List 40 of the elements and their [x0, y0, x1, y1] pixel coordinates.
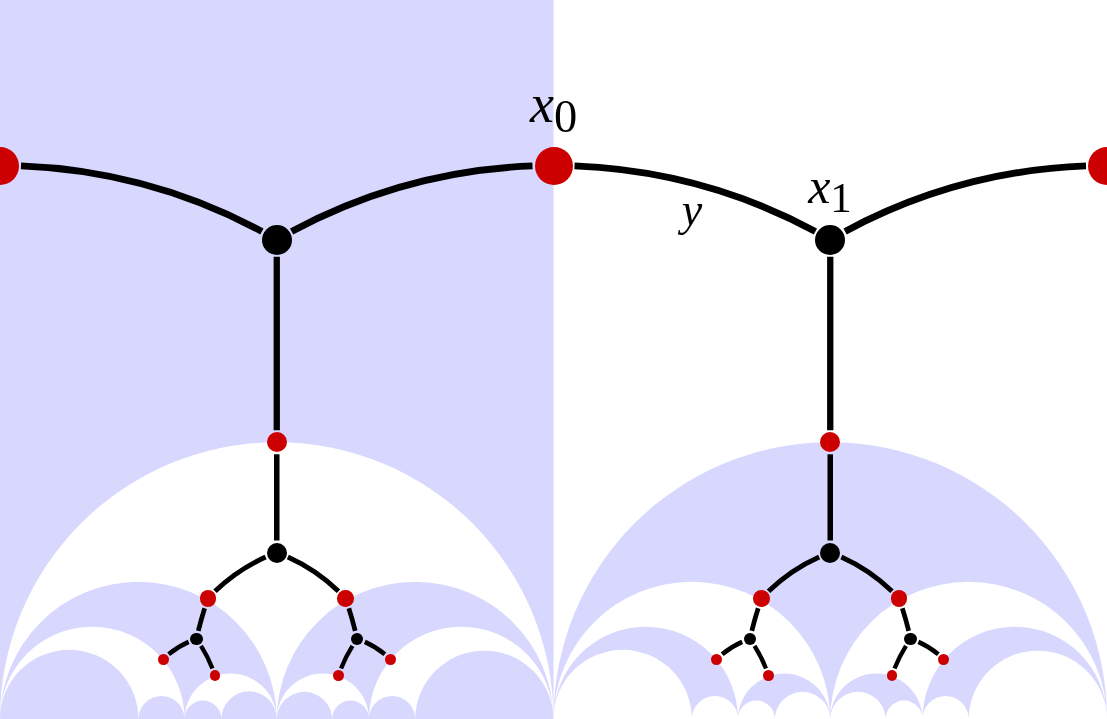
tree-edge — [363, 639, 387, 657]
tree-edge — [917, 639, 940, 657]
boundary-dot — [199, 590, 217, 607]
junction-dot — [266, 542, 287, 563]
tree-edge — [346, 607, 358, 632]
tree-edge — [827, 454, 833, 541]
boundary-dot — [333, 670, 344, 681]
tree-edge — [199, 644, 215, 670]
tree-edge — [827, 256, 834, 431]
boundary-dot — [938, 653, 950, 665]
boundary-dot — [886, 670, 898, 681]
tree-edge — [290, 162, 533, 235]
tree-edge — [167, 639, 190, 657]
tree-edge — [752, 644, 768, 670]
tree-edge — [274, 454, 280, 541]
tree-edge — [339, 644, 355, 670]
tree-edge — [766, 554, 821, 594]
boundary-dot — [209, 670, 221, 681]
junction-dot — [743, 632, 757, 646]
tree-edge — [273, 256, 280, 431]
vertex-label: x$_{1}$ — [808, 161, 852, 211]
tree-edge — [749, 607, 761, 632]
tree-edge — [840, 554, 894, 594]
tree-edge — [892, 644, 908, 670]
boundary-dot — [763, 670, 774, 681]
boundary-dot — [711, 653, 723, 665]
boundary-dot — [753, 590, 770, 607]
boundary-dot — [337, 590, 354, 607]
tree-edge — [574, 162, 817, 235]
junction-dot — [904, 632, 917, 646]
boundary-dot — [820, 432, 841, 453]
boundary-dot — [384, 653, 396, 665]
tree-edge — [196, 607, 207, 632]
vertex-label: x$_{0}$ — [529, 77, 578, 131]
boundary-dot — [157, 653, 169, 665]
tree-edge — [900, 607, 911, 632]
tree-edge — [286, 554, 341, 594]
tree-edge — [720, 639, 744, 657]
tree-edge — [213, 554, 267, 594]
junction-dot — [815, 224, 846, 255]
